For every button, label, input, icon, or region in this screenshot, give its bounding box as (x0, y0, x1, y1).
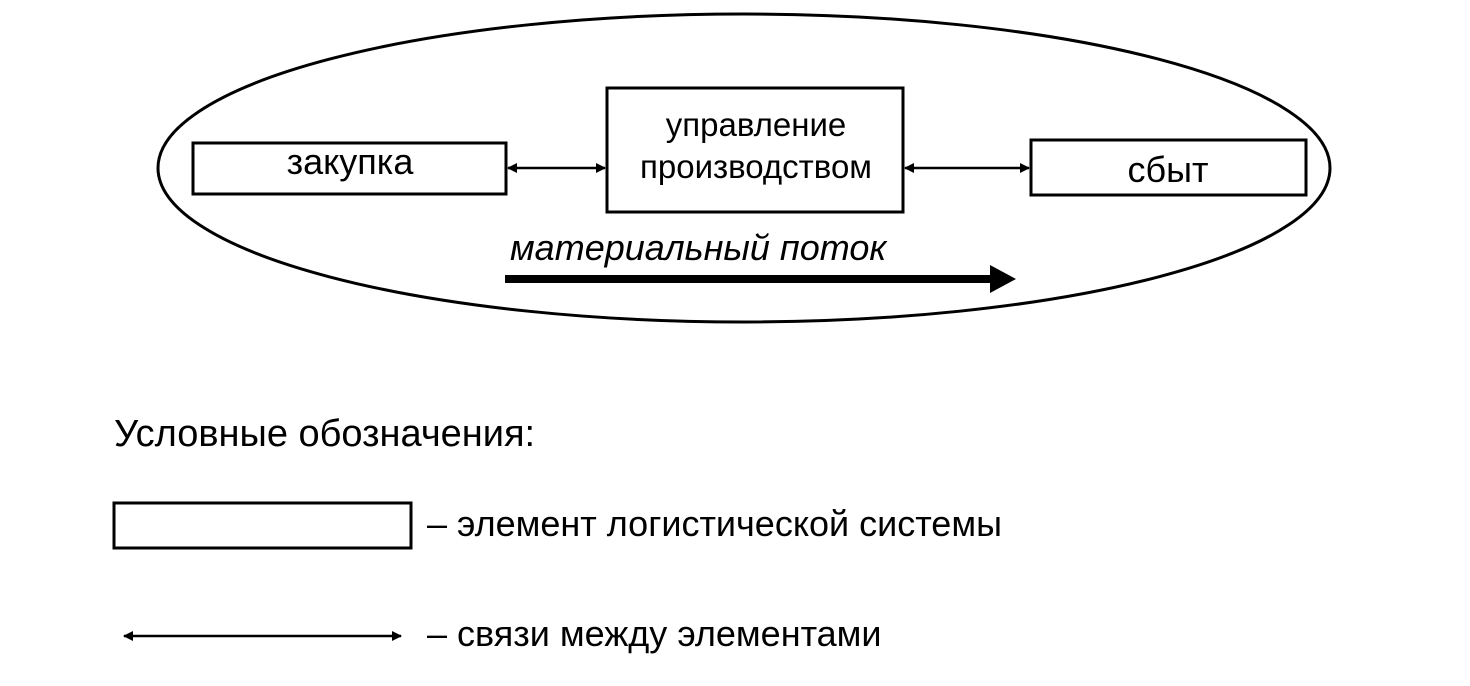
material-flow-arrow (505, 265, 1016, 293)
node-production-label-line1: управление (666, 106, 846, 143)
node-purchasing-box (191, 141, 508, 196)
legend-title: Условные обозначения: (114, 413, 535, 455)
legend-link-text: – связи между элементами (427, 613, 882, 654)
node-production-management: управление производством (605, 86, 905, 214)
material-flow-label: материальный поток (510, 227, 888, 268)
node-sales: сбыт (1029, 138, 1308, 197)
system-boundary-ellipse (156, 12, 1332, 324)
node-production-box (605, 86, 905, 214)
node-sales-box (1029, 138, 1308, 197)
node-purchasing-label: закупка (287, 141, 415, 182)
node-sales-label: сбыт (1128, 149, 1209, 190)
node-purchasing: закупка (191, 141, 508, 196)
legend-element-box (112, 501, 413, 550)
legend-element-text: – элемент логистической системы (427, 503, 1002, 544)
node-production-label-line2: производством (640, 148, 872, 185)
